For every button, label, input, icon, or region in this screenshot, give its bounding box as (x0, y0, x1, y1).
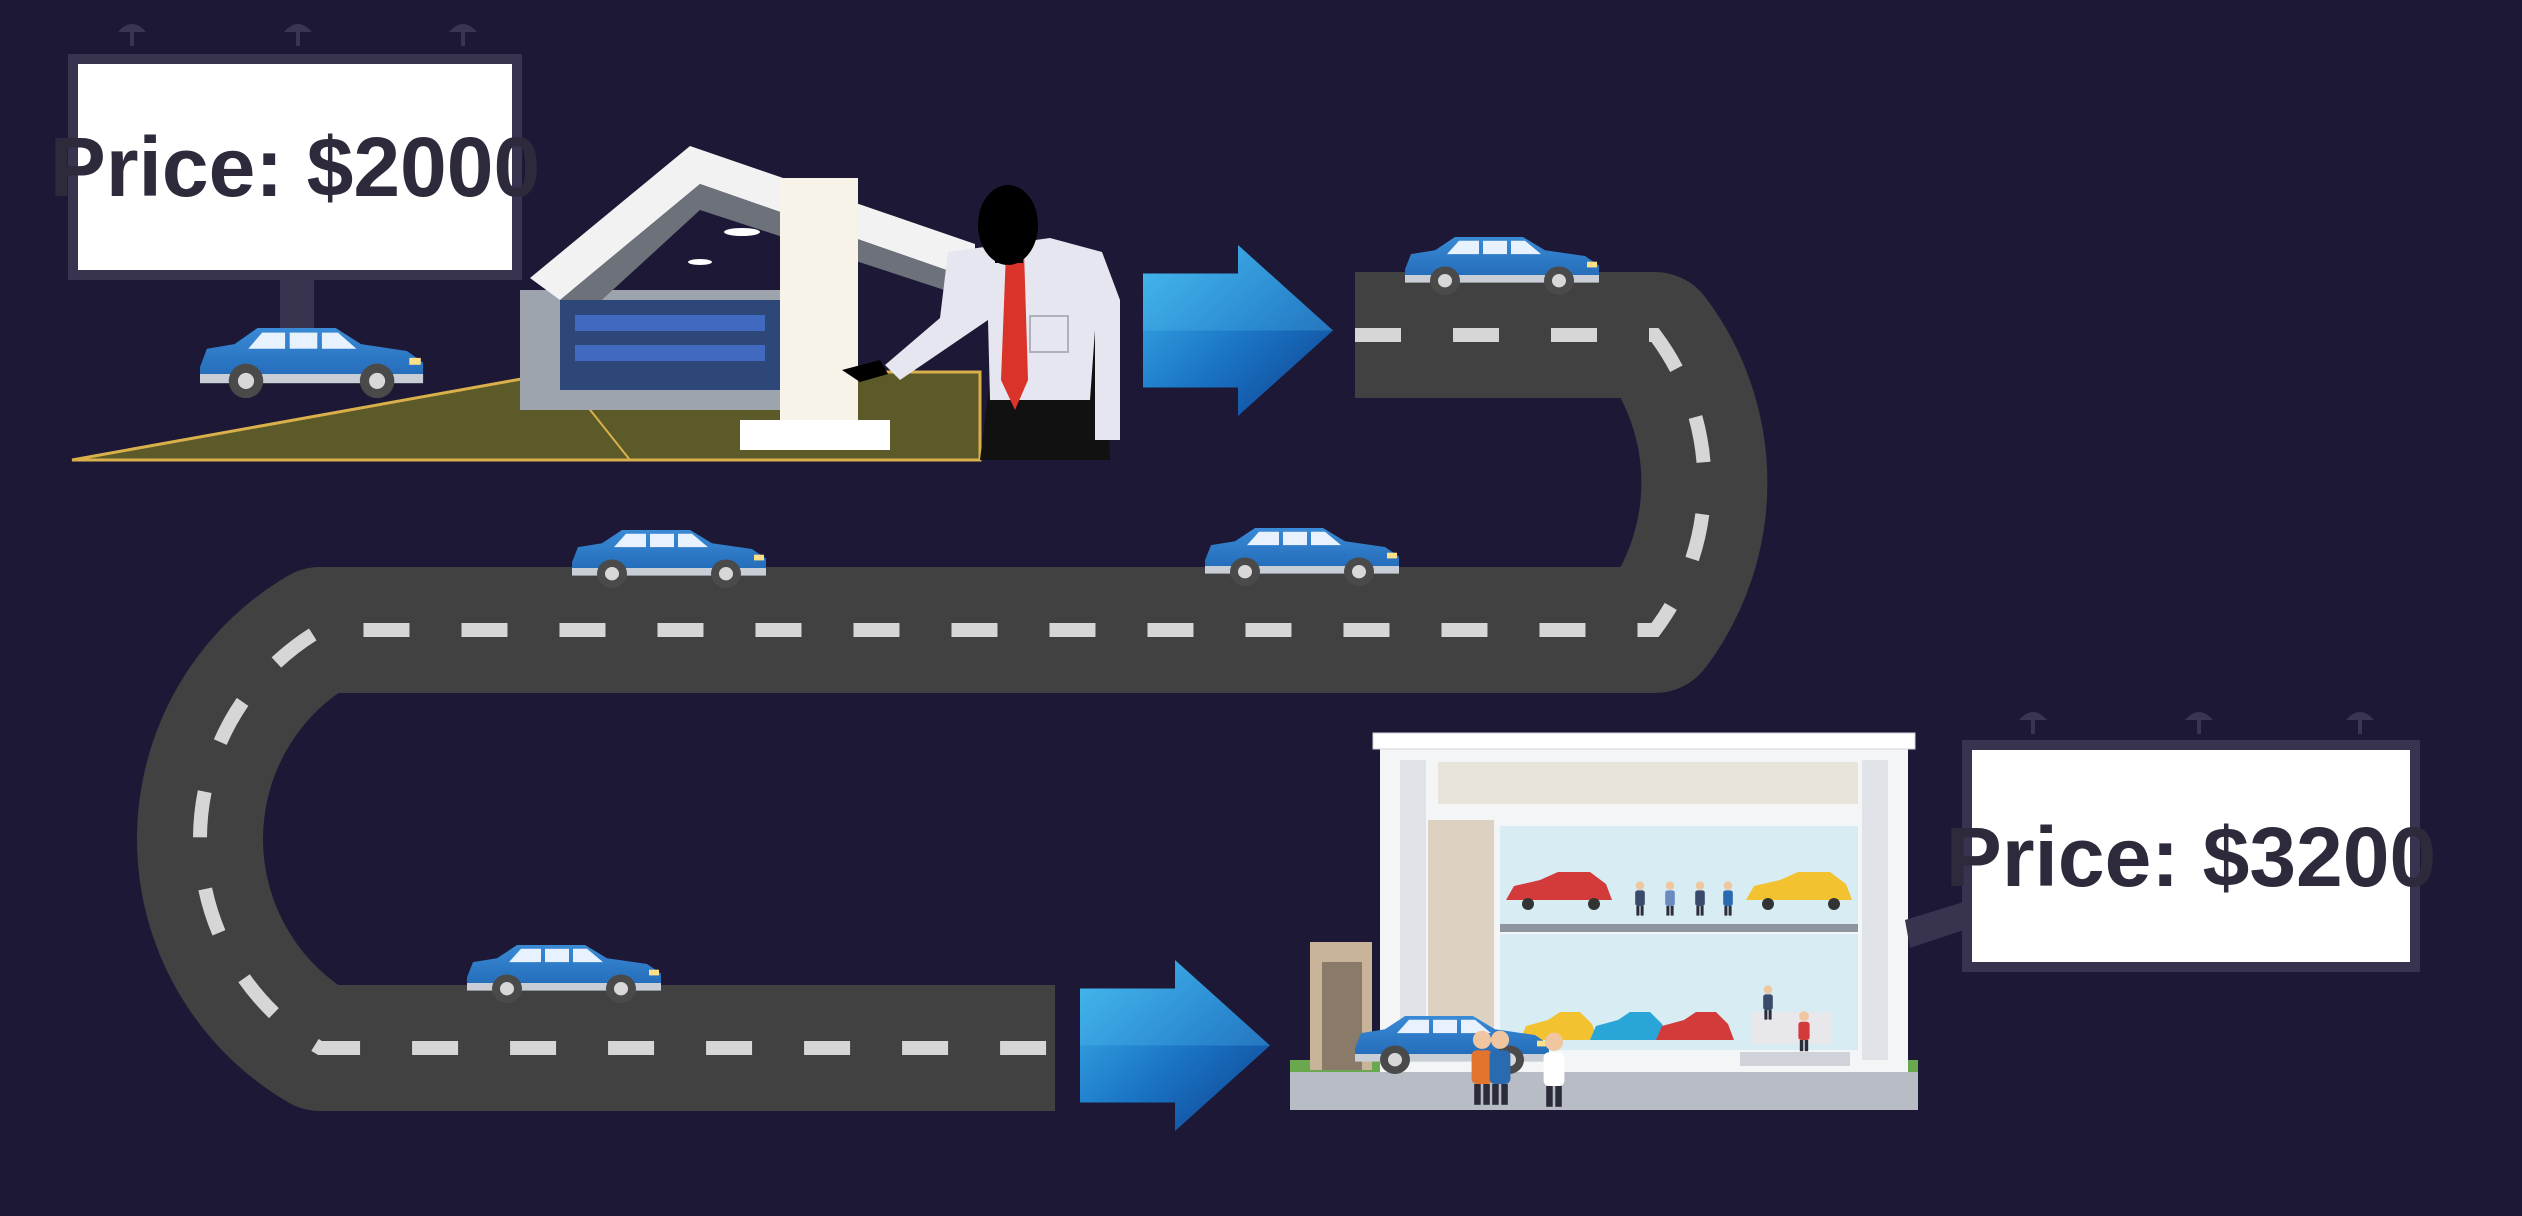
arrow-right-icon (1080, 960, 1270, 1131)
salesman-icon (842, 185, 1120, 460)
billboard-lamps (2017, 710, 2376, 736)
price-start-label: Price: $2000 (50, 120, 540, 214)
showroom-icon (1290, 732, 1918, 1110)
billboard-lamps (116, 22, 479, 48)
billboard-icon (1972, 750, 2410, 962)
price-end-label: Price: $3200 (1946, 810, 2436, 904)
car-dealership-icon (71, 146, 982, 462)
road (137, 272, 1768, 1111)
billboard-end: Price: $3200 (1905, 710, 2436, 972)
billboard-icon (78, 64, 512, 270)
arrow-right-icon (1143, 245, 1333, 416)
billboard-start: Price: $2000 (50, 22, 540, 336)
car-icon (200, 328, 424, 399)
